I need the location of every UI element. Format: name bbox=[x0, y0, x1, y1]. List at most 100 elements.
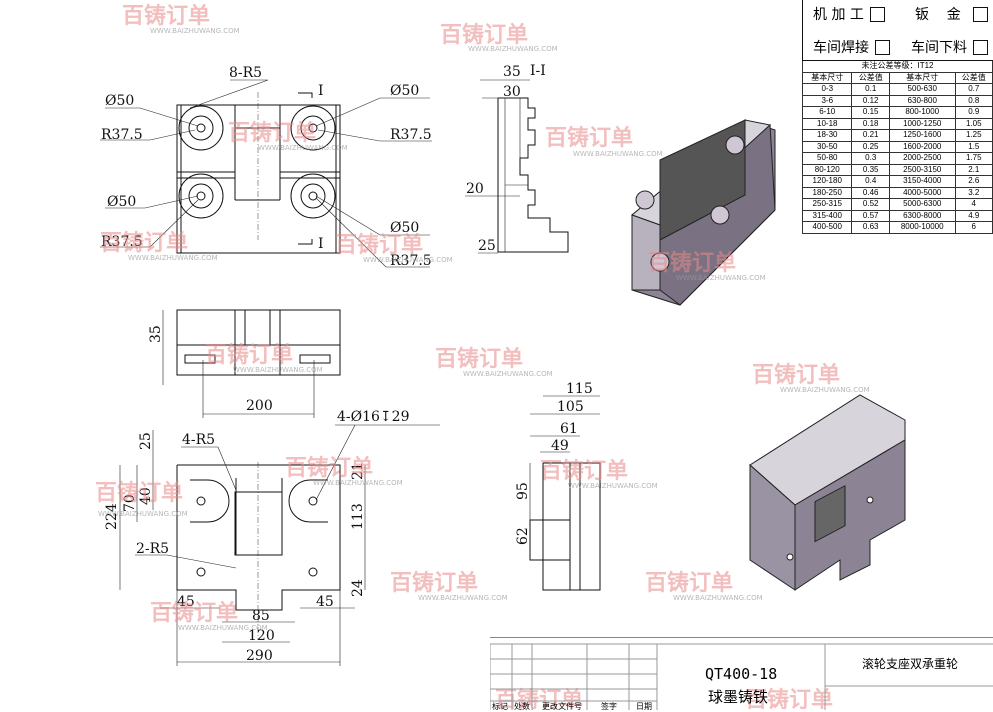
side-view: 115 105 61 49 95 62 bbox=[515, 381, 601, 591]
table-cell: 18-30 bbox=[801, 129, 853, 142]
dim-35: 35 bbox=[503, 64, 521, 80]
svg-text:百铸订单: 百铸订单 bbox=[335, 232, 423, 258]
dim-24: 24 bbox=[350, 579, 366, 597]
table-cell: 30-50 bbox=[801, 140, 853, 153]
checklist-item-welding[interactable]: 车间焊接 bbox=[813, 37, 890, 57]
checklist-label: 车间下料 bbox=[911, 40, 967, 56]
table-cell: 0.52 bbox=[851, 198, 890, 211]
checklist-item-sheet-metal[interactable]: 钣 金 bbox=[915, 4, 988, 24]
diameter-label: Ø50 bbox=[390, 220, 419, 236]
table-cell: 180-250 bbox=[801, 186, 853, 199]
fillet-note: 2-R5 bbox=[136, 541, 169, 557]
dim-21: 21 bbox=[350, 462, 366, 480]
dim-95: 95 bbox=[515, 482, 531, 500]
table-cell: 0-3 bbox=[801, 83, 853, 96]
svg-text:百铸订单: 百铸订单 bbox=[495, 687, 583, 709]
front-view: 35 200 bbox=[148, 309, 341, 418]
table-cell: 80-120 bbox=[801, 163, 853, 176]
table-cell: 2000-2500 bbox=[888, 152, 956, 165]
table-cell: 0.8 bbox=[954, 94, 993, 107]
table-cell: 1250-1600 bbox=[888, 129, 956, 142]
table-cell: 0.35 bbox=[851, 163, 890, 176]
svg-text:百铸订单: 百铸订单 bbox=[95, 480, 183, 506]
bore-circles bbox=[178, 105, 336, 219]
svg-text:百铸订单: 百铸订单 bbox=[435, 346, 523, 372]
footer-label: 日期 bbox=[636, 702, 652, 711]
process-checklist: 机 加 工 钣 金 车间焊接 车间下料 bbox=[802, 0, 993, 61]
svg-text:WWW.BAIZHUWANG.COM: WWW.BAIZHUWANG.COM bbox=[363, 256, 453, 264]
svg-text:百铸订单: 百铸订单 bbox=[390, 570, 478, 596]
checklist-item-cutting[interactable]: 车间下料 bbox=[911, 37, 988, 57]
dim-224: 224 bbox=[104, 503, 120, 530]
svg-text:WWW.BAIZHUWANG.COM: WWW.BAIZHUWANG.COM bbox=[150, 27, 240, 35]
dim-49: 49 bbox=[551, 438, 569, 454]
table-cell: 6300-8000 bbox=[888, 209, 956, 222]
dim-25: 25 bbox=[478, 238, 496, 254]
table-cell: 800-1000 bbox=[888, 106, 956, 119]
checkbox[interactable] bbox=[973, 39, 988, 55]
svg-text:百铸订单: 百铸订单 bbox=[752, 362, 840, 388]
material-grade: QT400-18 bbox=[705, 665, 778, 683]
dim-85: 85 bbox=[252, 608, 270, 624]
svg-text:百铸订单: 百铸订单 bbox=[440, 22, 528, 48]
table-cell: 500-630 bbox=[888, 83, 956, 96]
svg-text:WWW.BAIZHUWANG.COM: WWW.BAIZHUWANG.COM bbox=[780, 386, 870, 394]
isometric-view-upper bbox=[631, 119, 776, 306]
svg-text:WWW.BAIZHUWANG.COM: WWW.BAIZHUWANG.COM bbox=[258, 144, 348, 152]
checkbox[interactable] bbox=[869, 6, 885, 22]
table-cell: 120-180 bbox=[801, 175, 853, 188]
table-cell: 1600-2000 bbox=[888, 140, 956, 153]
section-mark: I bbox=[318, 83, 324, 99]
table-cell: 0.63 bbox=[851, 221, 890, 234]
svg-text:百铸订单: 百铸订单 bbox=[645, 570, 733, 596]
svg-text:百铸订单: 百铸订单 bbox=[540, 458, 628, 484]
checkbox[interactable] bbox=[972, 6, 988, 22]
checklist-item-machining[interactable]: 机 加 工 bbox=[813, 4, 885, 24]
svg-text:WWW.BAIZHUWANG.COM: WWW.BAIZHUWANG.COM bbox=[463, 370, 553, 378]
svg-text:WWW.BAIZHUWANG.COM: WWW.BAIZHUWANG.COM bbox=[676, 274, 766, 282]
table-cell: 0.46 bbox=[851, 186, 890, 199]
table-cell: 2500-3150 bbox=[888, 163, 956, 176]
radius-label: R37.5 bbox=[390, 253, 432, 269]
column-header: 公差值 bbox=[954, 72, 993, 84]
checkbox[interactable] bbox=[875, 39, 890, 55]
table-cell: 630-800 bbox=[888, 94, 956, 107]
table-cell: 1.25 bbox=[954, 129, 993, 142]
table-cell: 3.2 bbox=[954, 186, 993, 199]
table-cell: 5000-6300 bbox=[888, 198, 956, 211]
dim-45: 45 bbox=[316, 594, 334, 610]
svg-text:百铸订单: 百铸订单 bbox=[285, 455, 373, 481]
table-cell: 8000-10000 bbox=[888, 221, 956, 234]
dim-62: 62 bbox=[515, 527, 531, 545]
table-cell: 0.4 bbox=[851, 175, 890, 188]
table-cell: 3150-4000 bbox=[888, 175, 956, 188]
column-header: 公差值 bbox=[851, 72, 890, 84]
dim-290: 290 bbox=[246, 648, 273, 664]
dim-25: 25 bbox=[138, 432, 154, 450]
svg-text:百铸订单: 百铸订单 bbox=[100, 230, 188, 256]
radius-label: R37.5 bbox=[390, 127, 432, 143]
svg-text:WWW.BAIZHUWANG.COM: WWW.BAIZHUWANG.COM bbox=[313, 479, 403, 487]
dim-20: 20 bbox=[466, 181, 484, 197]
dim-105: 105 bbox=[557, 399, 584, 415]
svg-text:WWW.BAIZHUWANG.COM: WWW.BAIZHUWANG.COM bbox=[418, 594, 508, 602]
column-header: 基本尺寸 bbox=[801, 72, 853, 84]
table-cell: 250-315 bbox=[801, 198, 853, 211]
